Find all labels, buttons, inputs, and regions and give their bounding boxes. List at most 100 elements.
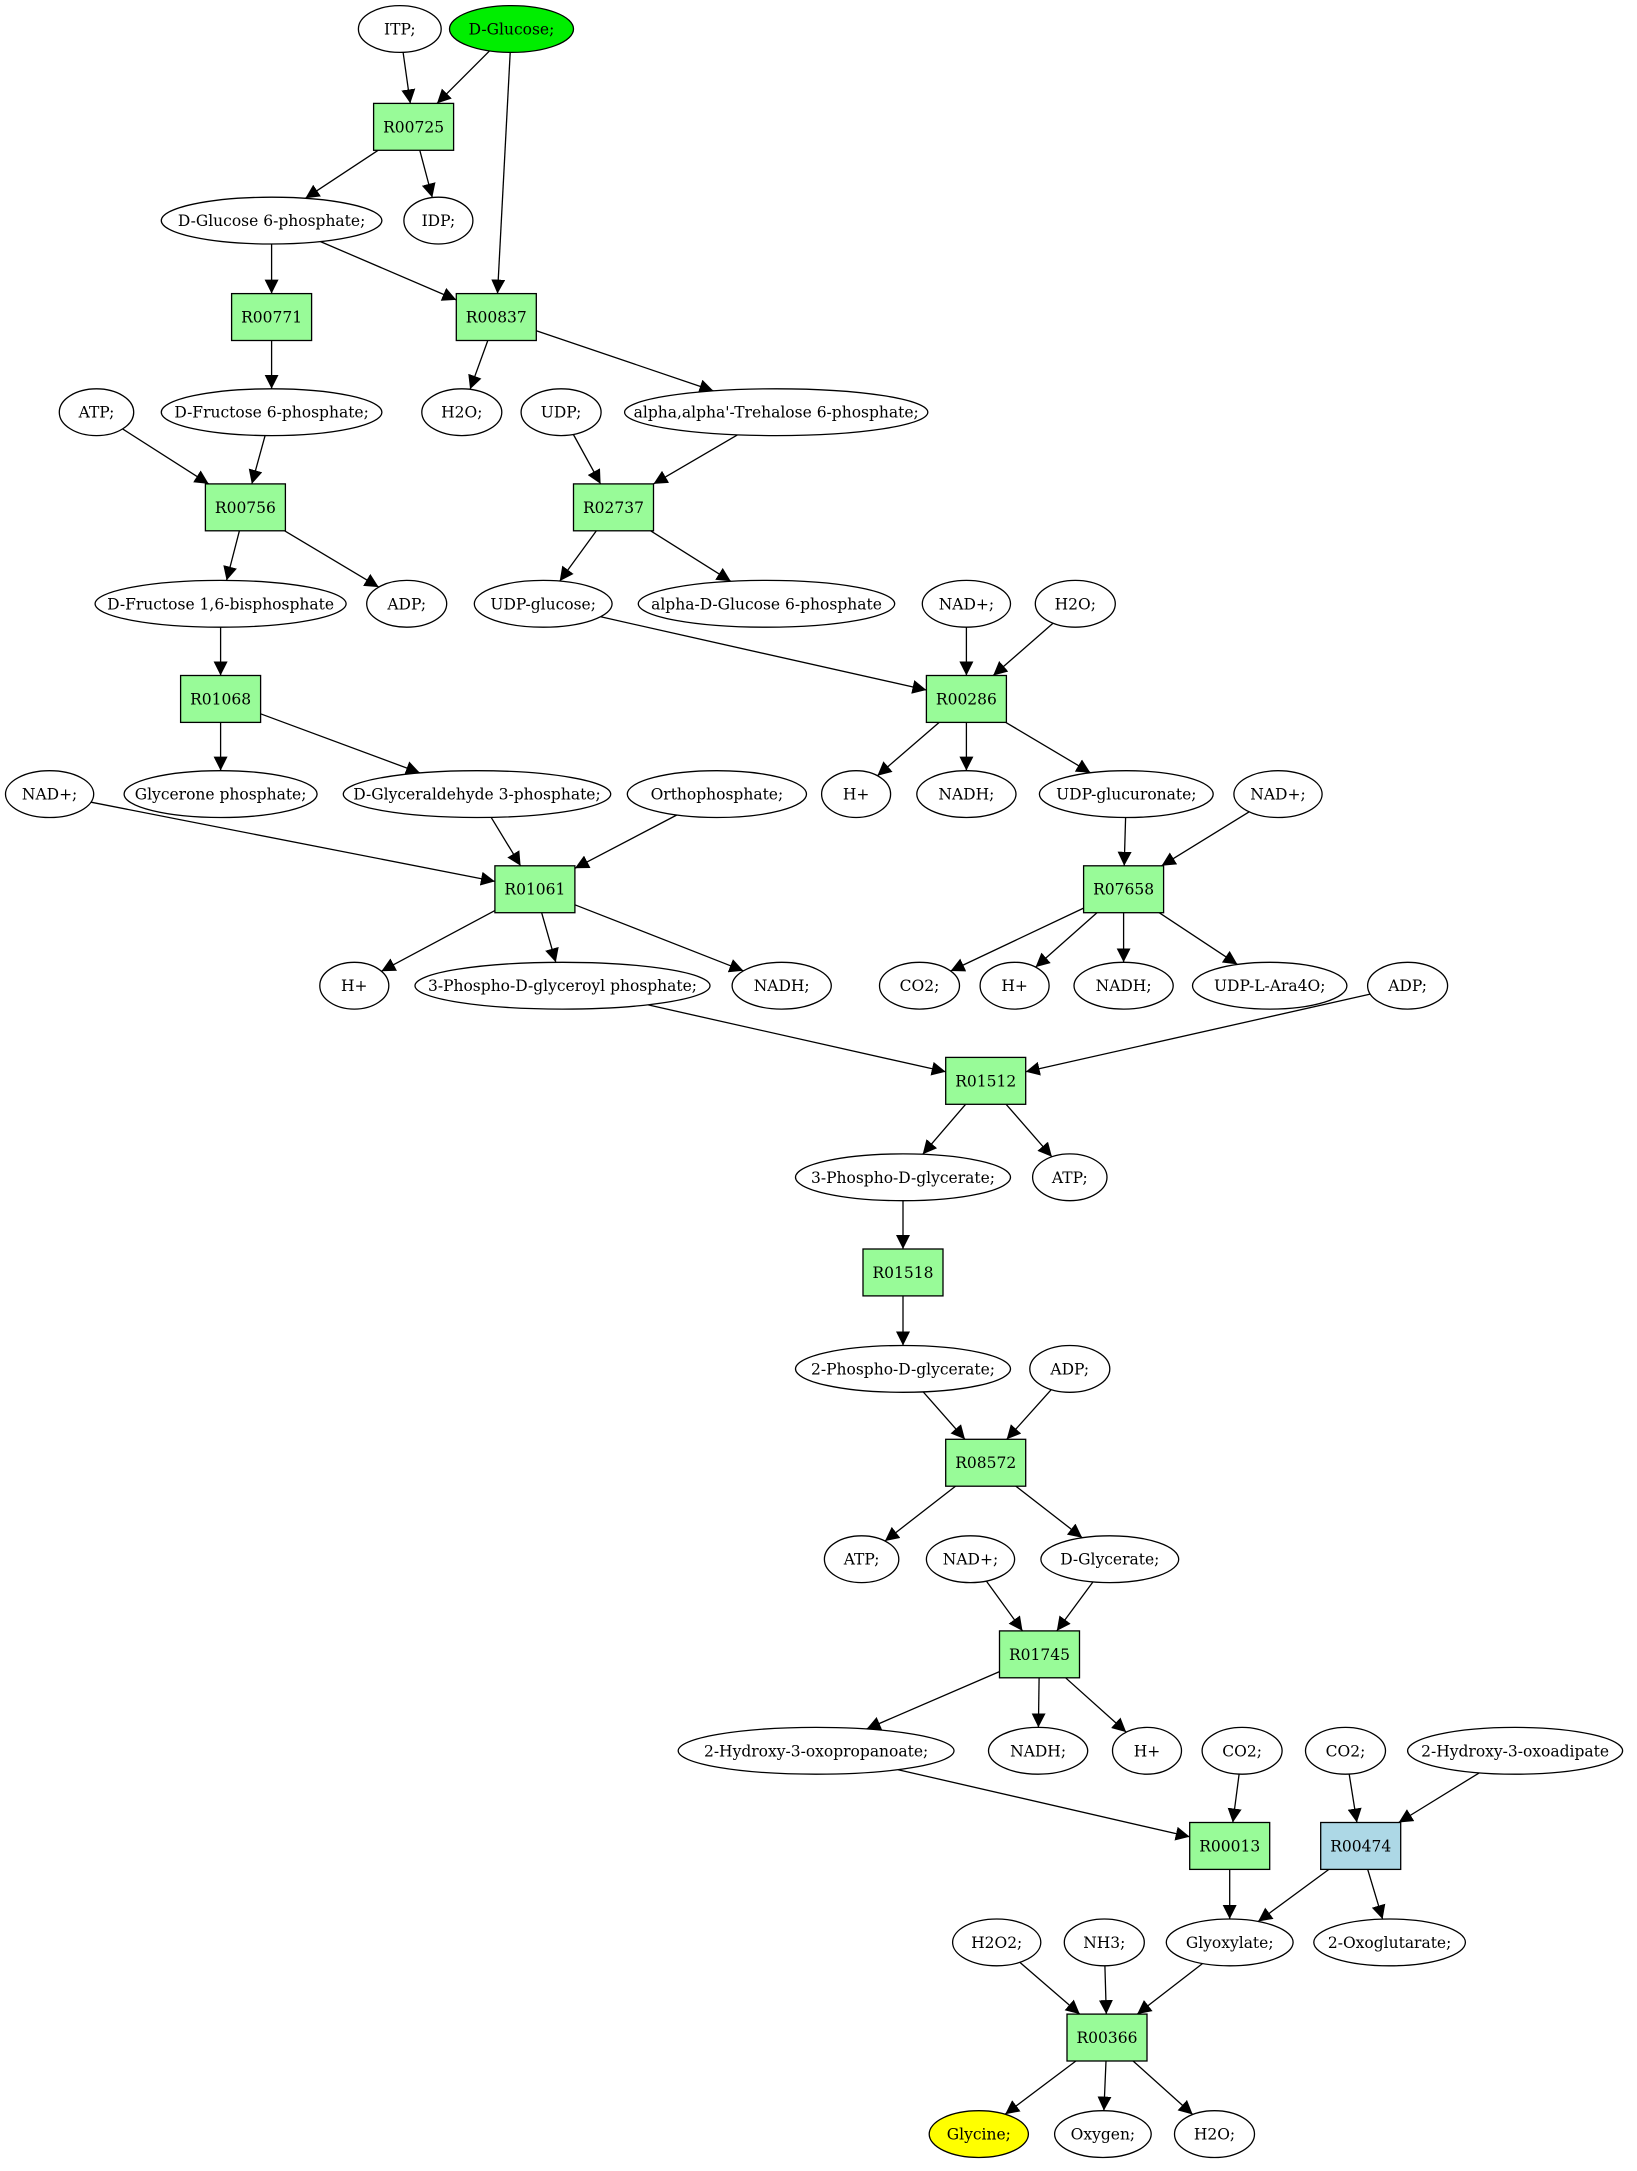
compound-ellipse — [916, 770, 1017, 819]
reaction-node: R00771 — [230, 292, 313, 342]
reaction-label: R01512 — [955, 1072, 1016, 1090]
compound-ellipse — [1038, 770, 1214, 819]
compound-label: H+ — [341, 977, 368, 995]
compound-label: NAD+; — [1250, 786, 1305, 804]
edge-nad3-to-R07658 — [1161, 811, 1250, 867]
reaction-box — [494, 865, 576, 914]
compound-node: alpha,alpha'-Trehalose 6-phosphate; — [623, 388, 929, 437]
compound-label: D-Glucose; — [469, 21, 555, 39]
reaction-label: R01518 — [873, 1264, 934, 1282]
compound-label: ATP; — [1051, 1169, 1088, 1187]
compound-ellipse — [1201, 1726, 1283, 1775]
edge-adp2-to-R01512 — [1025, 993, 1371, 1076]
edge-R00837-to-tre6p — [536, 330, 714, 394]
reaction-box — [862, 1248, 944, 1297]
compound-node: D-Glucose 6-phosphate; — [160, 196, 383, 245]
compound-node: NH3; — [1063, 1918, 1145, 1967]
compound-node: UDP; — [520, 388, 602, 437]
reaction-node: R01061 — [494, 865, 576, 914]
compound-ellipse — [448, 4, 575, 54]
compound-node: D-Glucose; — [448, 4, 575, 54]
reaction-box — [572, 483, 655, 532]
reaction-node: R02737 — [572, 483, 655, 532]
compound-label: NADH; — [938, 786, 994, 804]
compound-node: ADP; — [366, 579, 448, 628]
reaction-node: R00756 — [204, 483, 287, 532]
compound-ellipse — [403, 196, 474, 245]
compound-label: 3-Phospho-D-glycerate; — [811, 1169, 995, 1187]
compound-label: ITP; — [384, 21, 416, 39]
compound-label: D-Fructose 6-phosphate; — [174, 404, 368, 422]
compound-label: NADH; — [1096, 977, 1152, 995]
reaction-label: R00013 — [1199, 1837, 1260, 1855]
compound-ellipse — [414, 961, 711, 1010]
compound-label: UDP; — [541, 404, 582, 422]
edge-R00725-to-g6p — [305, 149, 379, 199]
compound-ellipse — [342, 770, 612, 819]
edge-R00725-to-idp — [419, 150, 436, 198]
compound-label: D-Glycerate; — [1060, 1551, 1159, 1569]
compound-node: Orthophosphate; — [626, 770, 808, 819]
compound-ellipse — [951, 1918, 1042, 1967]
compound-ellipse — [979, 961, 1050, 1010]
compound-node: NADH; — [731, 961, 832, 1010]
reaction-node: R01512 — [945, 1056, 1027, 1105]
edge-R07658-to-co2a — [950, 907, 1084, 972]
compound-label: NADH; — [1010, 1742, 1066, 1760]
compound-ellipse — [1313, 1918, 1467, 1967]
reaction-label: R01061 — [504, 881, 565, 899]
edge-R01745-to-nadh4 — [1031, 1677, 1046, 1728]
compound-label: 2-Hydroxy-3-oxopropanoate; — [704, 1742, 928, 1760]
edge-R00366-to-glycine — [1004, 2060, 1077, 2115]
reaction-label: R00771 — [241, 309, 302, 327]
edge-pg2-to-R08572 — [922, 1391, 966, 1440]
compound-node: NAD+; — [1233, 770, 1323, 819]
edge-dglycerate-to-R01745 — [1056, 1581, 1094, 1632]
reaction-label: R01745 — [1009, 1646, 1070, 1664]
compound-ellipse — [794, 1153, 1012, 1202]
compound-label: CO2; — [1222, 1742, 1262, 1760]
compound-node: H2O2; — [951, 1918, 1042, 1967]
compound-ellipse — [623, 388, 929, 437]
compound-ellipse — [94, 579, 347, 628]
edge-tre6p-to-R02737 — [653, 434, 738, 485]
edge-R01061-to-bpg — [540, 912, 559, 963]
compound-label: D-Fructose 1,6-bisphosphate — [107, 595, 334, 613]
edge-R01512-to-pg3 — [922, 1103, 967, 1155]
edge-R08572-to-atp3 — [884, 1485, 956, 1542]
reaction-label: R07658 — [1093, 881, 1154, 899]
edge-R00756-to-adp1 — [284, 530, 380, 588]
edge-adp3-to-R08572 — [1006, 1389, 1052, 1440]
reaction-box — [1320, 1821, 1402, 1871]
compound-node: CO2; — [1201, 1726, 1283, 1775]
compound-node: ADP; — [1029, 1344, 1111, 1393]
compound-label: NH3; — [1083, 1934, 1125, 1952]
compound-label: ATP; — [78, 404, 115, 422]
compound-node: Oxygen; — [1053, 2110, 1152, 2159]
compound-ellipse — [1304, 1726, 1387, 1775]
compound-ellipse — [473, 579, 613, 628]
reaction-node: R01745 — [998, 1630, 1081, 1679]
edge-R01512-to-atp2 — [1005, 1103, 1053, 1158]
compound-label: Glycine; — [947, 2126, 1011, 2144]
compound-label: ATP; — [843, 1551, 880, 1569]
compound-label: 2-Hydroxy-3-oxoadipate — [1421, 1742, 1609, 1760]
compound-label: H+ — [1134, 1742, 1161, 1760]
compound-node: Glyoxylate; — [1165, 1918, 1294, 1967]
compound-ellipse — [626, 770, 808, 819]
reaction-box — [945, 1438, 1027, 1487]
reaction-label: R00286 — [936, 691, 997, 709]
compound-node: NADH; — [987, 1726, 1089, 1775]
edges-layer — [90, 50, 1480, 2115]
compound-ellipse — [925, 1535, 1016, 1584]
compound-ellipse — [319, 961, 390, 1010]
edge-gap-to-R01061 — [490, 817, 522, 867]
edge-R01068-to-gap — [260, 713, 421, 775]
compound-ellipse — [58, 388, 135, 437]
reaction-node: R01068 — [179, 674, 262, 724]
edge-co2b-to-R00013 — [1227, 1774, 1242, 1823]
compound-label: NADH; — [754, 977, 810, 995]
compound-label: D-Glyceraldehyde 3-phosphate; — [353, 786, 600, 804]
compound-label: UDP-L-Ara4O; — [1214, 977, 1325, 995]
compound-node: UDP-L-Ara4O; — [1191, 961, 1348, 1010]
